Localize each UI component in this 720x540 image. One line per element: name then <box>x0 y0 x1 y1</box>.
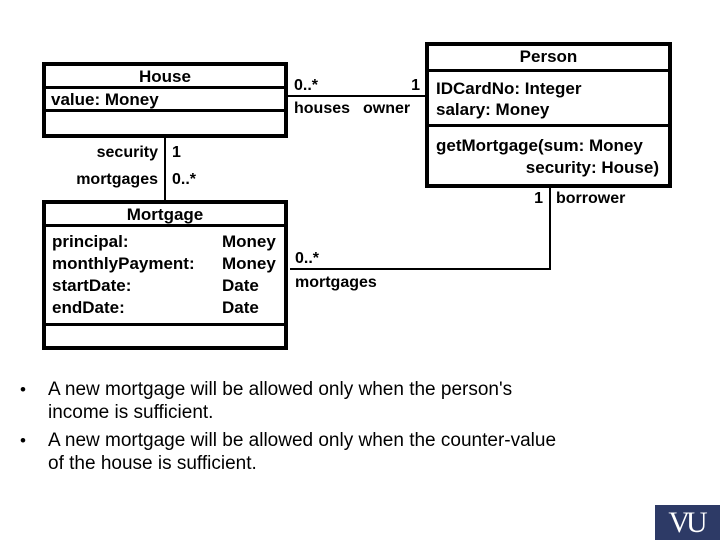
vu-university-logo: VU <box>655 505 720 540</box>
mortgage-attributes: principal: Money monthlyPayment: Money s… <box>46 227 284 326</box>
attribute-name: principal: <box>52 232 129 251</box>
mortgage-empty-compartment <box>46 326 284 346</box>
multiplicity-mortgages-end: 0..* <box>295 250 320 267</box>
person-attribute: IDCardNo: Integer <box>436 79 582 98</box>
house-person-roles: houses owner <box>294 100 410 117</box>
house-person-multiplicities: 0..* 1 <box>294 77 420 94</box>
association-line-house-person <box>288 95 425 97</box>
house-class-title: House <box>46 66 284 89</box>
attribute-name: startDate: <box>52 276 132 295</box>
attribute-name: endDate: <box>52 298 125 317</box>
mortgage-class-title: Mortgage <box>46 204 284 227</box>
bullet-icon: • <box>20 380 26 399</box>
list-item: • A new mortgage will be allowed only wh… <box>20 429 700 475</box>
role-security: security <box>96 144 158 161</box>
mortgage-attribute-row: principal: Money <box>52 231 278 253</box>
attribute-type: Date <box>222 298 259 317</box>
person-operation-line1: getMortgage(sum: Money <box>436 136 643 155</box>
uml-class-person: Person IDCardNo: Integer salary: Money g… <box>425 42 672 188</box>
role-owner: owner <box>363 100 411 117</box>
multiplicity-house-end: 0..* <box>294 77 319 94</box>
list-item: • A new mortgage will be allowed only wh… <box>20 378 700 424</box>
role-houses: houses <box>294 100 351 117</box>
person-operation-line2: security: House) <box>525 158 659 177</box>
role-borrower: borrower <box>556 190 626 207</box>
mortgage-attribute-row: endDate: Date <box>52 297 278 319</box>
bullet-text: A new mortgage will be allowed only when… <box>48 379 513 423</box>
attribute-type: Money <box>222 254 276 273</box>
multiplicity-borrower: 1 <box>534 190 543 207</box>
vu-logo-text: VU <box>668 505 707 539</box>
bullet-text: A new mortgage will be allowed only when… <box>48 430 557 474</box>
mortgage-attribute-row: monthlyPayment: Money <box>52 253 278 275</box>
attribute-type: Money <box>222 232 276 251</box>
role-mortgages-end: mortgages <box>295 274 377 291</box>
bullet-list: • A new mortgage will be allowed only wh… <box>20 378 700 480</box>
uml-class-mortgage: Mortgage principal: Money monthlyPayment… <box>42 200 288 350</box>
person-attribute: salary: Money <box>436 100 550 119</box>
mortgage-attribute-row: startDate: Date <box>52 275 278 297</box>
role-mortgages: mortgages <box>76 171 158 188</box>
bullet-icon: • <box>20 431 26 450</box>
person-attributes: IDCardNo: Integer salary: Money <box>429 72 668 127</box>
person-operations: getMortgage(sum: Money security: House) <box>429 127 668 184</box>
multiplicity-mortgages: 0..* <box>172 171 197 188</box>
multiplicity-security: 1 <box>172 144 181 161</box>
person-class-title: Person <box>429 46 668 72</box>
attribute-name: monthlyPayment: <box>52 254 195 273</box>
house-attribute: value: Money <box>46 89 284 112</box>
association-line-person-mortgage-horizontal <box>290 268 551 270</box>
multiplicity-person-end: 1 <box>411 77 420 94</box>
association-line-house-mortgage <box>164 138 166 200</box>
uml-class-house: House value: Money <box>42 62 288 138</box>
attribute-type: Date <box>222 276 259 295</box>
association-line-person-mortgage-vertical <box>549 188 551 270</box>
house-empty-compartment <box>46 112 284 134</box>
